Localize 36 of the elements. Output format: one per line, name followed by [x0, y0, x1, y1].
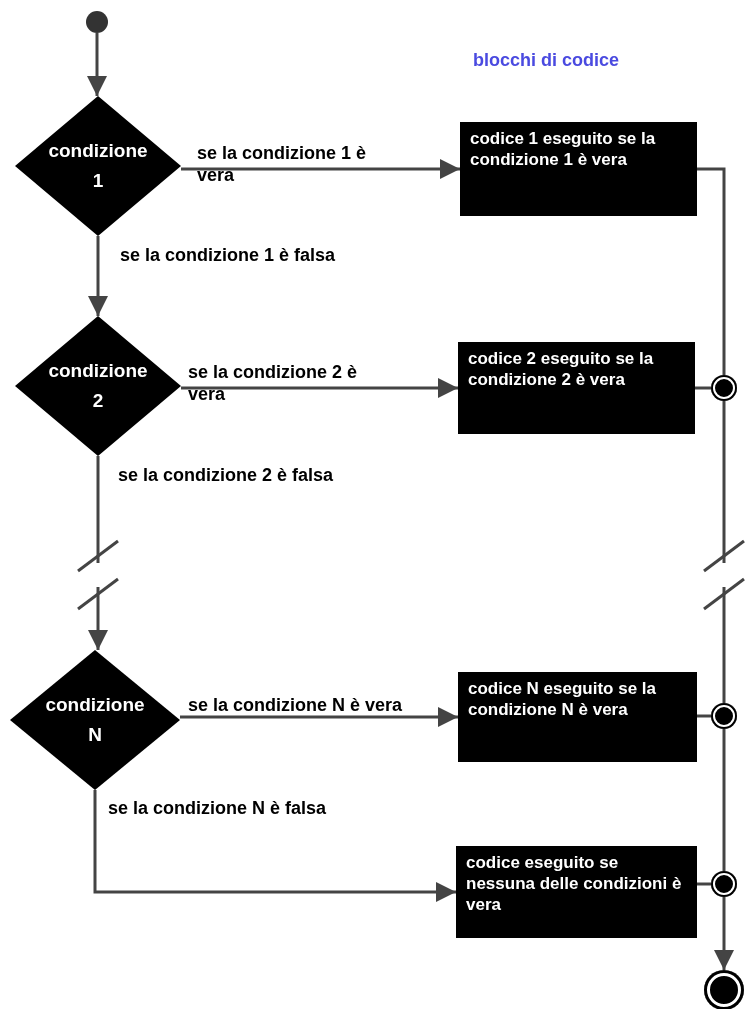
merge-circle [711, 703, 737, 729]
edge-label: se la condizione 2 è vera [188, 361, 359, 405]
code-block-box: codice eseguito se nessuna delle condizioni è vera [456, 846, 697, 938]
condition-text: condizione 2 [47, 359, 149, 413]
arrow [180, 707, 458, 727]
arrow [181, 159, 460, 179]
arrow [88, 456, 108, 650]
edge-label: se la condizione 1 è falsa [120, 244, 337, 266]
arrow [87, 33, 107, 96]
connector-line [695, 386, 711, 390]
edge-label: se la condizione N è falsa [108, 797, 328, 819]
arrow [88, 236, 108, 316]
merge-circle [711, 375, 737, 401]
connector-line [697, 167, 726, 375]
code-block-box: codice 1 eseguito se la condizione 1 è vera [460, 122, 697, 216]
condition-text: condizione N [44, 693, 146, 747]
connector-line [722, 401, 726, 703]
decision-diamond [15, 96, 181, 236]
end-circle [704, 970, 744, 1009]
merge-circle [711, 871, 737, 897]
start-circle [86, 11, 108, 33]
condition-text: condizione 1 [47, 139, 149, 193]
code-block-box: codice 2 eseguito se la condizione 2 è vera [458, 342, 695, 434]
edge-label: se la condizione 1 è vera [197, 142, 368, 186]
arrow [714, 897, 734, 970]
arrow [181, 378, 458, 398]
decision-diamond [10, 650, 180, 790]
edge-label: se la condizione N è vera [188, 694, 404, 716]
edge-label: se la condizione 2 è falsa [118, 464, 335, 486]
decision-diamond [15, 316, 181, 456]
section-heading: blocchi di codice [473, 50, 620, 71]
code-block-box: codice N eseguito se la condizione N è vera [458, 672, 697, 762]
arrow [93, 790, 456, 902]
connector-line [697, 714, 711, 718]
connector-line [722, 729, 726, 871]
connector-line [697, 882, 711, 886]
